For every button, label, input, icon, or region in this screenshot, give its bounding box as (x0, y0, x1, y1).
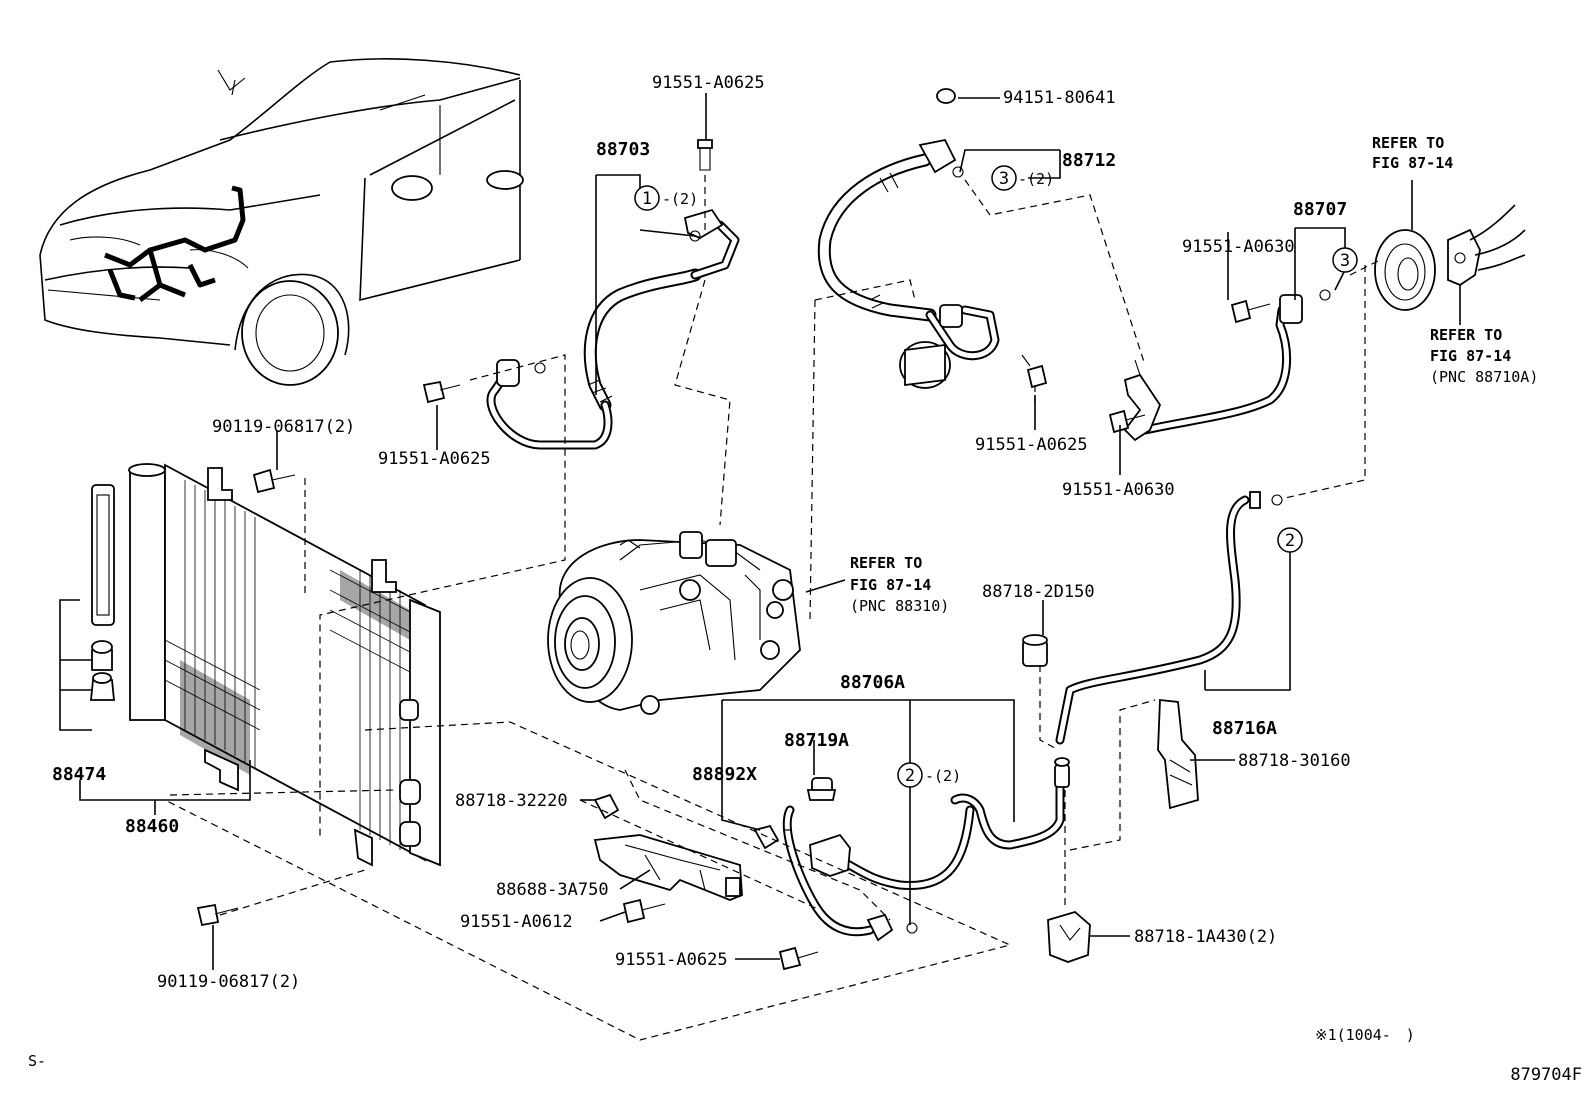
svg-text:3: 3 (1340, 251, 1350, 271)
label-91551-a0625-top: 91551-A0625 (652, 73, 765, 93)
evaporator-block (1374, 204, 1526, 311)
label-91551-a0630-left: 91551-A0630 (1182, 237, 1295, 257)
label-91551-a0612: 91551-A0612 (460, 912, 573, 932)
refer-right-line1: REFER TO (1430, 326, 1502, 344)
label-88703: 88703 (596, 139, 650, 160)
pipe-88706a (753, 757, 1070, 942)
refer-comp-line3: (PNC 88310) (850, 597, 949, 615)
liquid-pipe-88707 (1123, 289, 1331, 442)
vehicle-illustration (39, 58, 524, 386)
label-88688-3a750: 88688-3A750 (496, 880, 609, 900)
clip-88718-32220 (593, 793, 620, 820)
applicability-note: ※1(1004- ) (1315, 1026, 1415, 1044)
label-94151-80641: 94151-80641 (1003, 88, 1116, 108)
label-90119-06817-upper: 90119-06817(2) (212, 417, 355, 437)
relation-lines (164, 175, 1381, 1041)
clamp-88718-1a430 (1047, 910, 1091, 963)
label-88716a: 88716A (1212, 718, 1277, 739)
label-88703-qty: -(2) (662, 190, 698, 208)
cap-88718-2d150 (1022, 634, 1048, 667)
svg-text:2: 2 (1285, 531, 1295, 551)
leader-lines (59, 93, 1461, 970)
callout-1: 1 (634, 185, 660, 211)
svg-text:1: 1 (642, 189, 652, 209)
label-91551-a0630-bottom: 91551-A0630 (1062, 480, 1175, 500)
label-88719a: 88719A (784, 730, 849, 751)
label-88712-qty: -(2) (1018, 170, 1054, 188)
label-88706a-qty: -(2) (925, 767, 961, 785)
label-88474: 88474 (52, 764, 106, 785)
label-88892x: 88892X (692, 764, 757, 785)
svg-text:3: 3 (999, 169, 1009, 189)
svg-text:2: 2 (905, 766, 915, 786)
label-88718-32220: 88718-32220 (455, 791, 568, 811)
label-91551-a0625-mid: 91551-A0625 (975, 435, 1088, 455)
refer-top-line1: REFER TO (1372, 134, 1444, 152)
label-88718-2d150: 88718-2D150 (982, 582, 1095, 602)
label-88707: 88707 (1293, 199, 1347, 220)
callout-3-upper: 3 (991, 165, 1017, 191)
label-88460: 88460 (125, 816, 179, 837)
refer-right-line2: FIG 87-14 (1430, 347, 1511, 365)
refer-comp-line2: FIG 87-14 (850, 576, 931, 594)
label-91551-a0625-left: 91551-A0625 (378, 449, 491, 469)
corner-mark: S- (28, 1052, 46, 1070)
compressor (547, 531, 801, 715)
figure-id: 879704F (1510, 1065, 1582, 1085)
suction-hose-88712 (817, 138, 1000, 389)
label-88706a: 88706A (840, 672, 905, 693)
callout-2-right: 2 (1277, 527, 1303, 553)
label-88712: 88712 (1062, 150, 1116, 171)
refer-right-line3: (PNC 88710A) (1430, 368, 1538, 386)
callout-3-right: 3 (1332, 247, 1358, 273)
callout-2-center: 2 (897, 762, 923, 788)
pipe-88716a (1055, 491, 1283, 745)
receiver-dryer-88474 (90, 484, 115, 701)
refer-comp-line1: REFER TO (850, 554, 922, 572)
bracket-88688-3a750 (593, 834, 743, 901)
bracket-88718-30160 (1157, 698, 1199, 810)
discharge-hose-88703 (486, 208, 740, 450)
label-91551-a0625-bottom: 91551-A0625 (615, 950, 728, 970)
refer-top-line2: FIG 87-14 (1372, 154, 1453, 172)
condenser-88460 (128, 463, 441, 867)
label-88718-30160: 88718-30160 (1238, 751, 1351, 771)
bolts (196, 88, 1271, 971)
label-90119-06817-lower: 90119-06817(2) (157, 972, 300, 992)
label-88718-1a430: 88718-1A430(2) (1134, 927, 1277, 947)
